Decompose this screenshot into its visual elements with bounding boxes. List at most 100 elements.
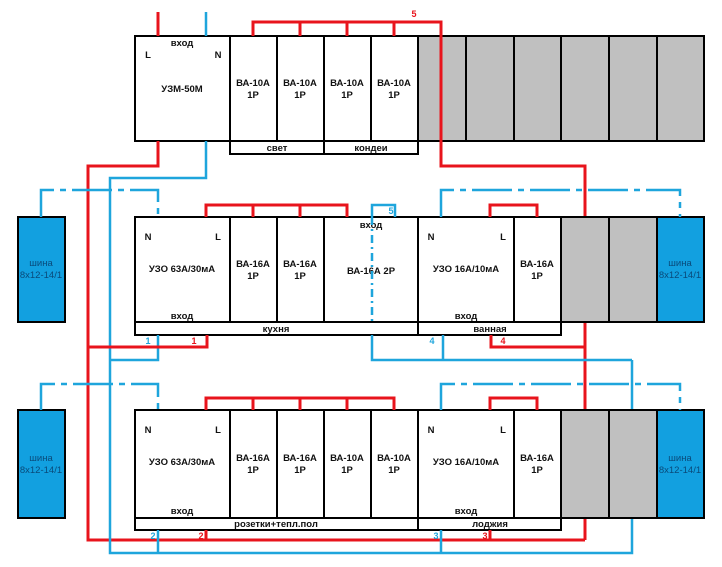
empty-module [608,216,658,323]
svg-text:8х12-14/1: 8х12-14/1 [20,465,62,476]
neutral-feed-wire [108,141,634,555]
svg-text:1Р: 1Р [294,465,306,476]
svg-text:шина: шина [668,453,692,464]
empty-module [560,409,610,519]
l-label: L [215,425,221,436]
uzm-label: УЗМ-50М [161,84,203,95]
phase-comb-row3 [204,396,396,410]
neutral-bus-link-right [439,188,682,217]
neutral-bus-link-left [39,382,160,410]
input-label: вход [171,506,194,517]
rcd-label: УЗО 16А/10мА [433,457,499,468]
svg-text:шина: шина [668,258,692,269]
neutral-wires-2-3 [156,530,443,553]
wire-number: 4 [429,336,434,346]
wire-number: 2 [198,531,203,541]
neutral-wire-4 [370,335,632,362]
phase-wire-4 [489,335,585,349]
empty-module [560,216,610,323]
group-label: розетки+тепл.пол [234,519,318,530]
group-label: свет [267,143,288,154]
input-wires-top [158,12,206,36]
group-kondei [323,140,419,155]
wire-number: 2 [150,531,155,541]
phase-bus-row1 [251,20,587,540]
l-label: L [500,232,506,243]
phase-wire-1 [88,335,209,349]
rcd-63a [134,409,231,519]
phase-jumper [488,396,539,410]
wire-number: 3 [482,531,487,541]
phase-wires-2-3 [204,530,492,540]
svg-text:ВА-16А: ВА-16А [236,259,270,270]
group-label: кухня [263,324,290,335]
group-label: кондеи [354,143,387,154]
svg-text:ВА-10А: ВА-10А [330,453,364,464]
n-label: N [145,232,152,243]
phase-feed-wire [86,141,585,542]
wire-number: 4 [500,336,505,346]
input-label: вход [455,506,478,517]
neutral-bus-link-left [39,188,160,217]
svg-text:ВА-16А: ВА-16А [283,259,317,270]
svg-text:1Р: 1Р [341,465,353,476]
svg-text:8х12-14/1: 8х12-14/1 [659,270,701,281]
empty-module [608,409,658,519]
uzm-50m-relay [134,35,231,142]
svg-text:ВА-10А: ВА-10А [330,78,364,89]
neutral-wire-1 [110,335,160,362]
uzm-l-label: L [145,50,151,61]
rcd-label: УЗО 63А/30мА [149,264,215,275]
svg-text:ВА-10А: ВА-10А [236,78,270,89]
wire-number: 1 [145,336,150,346]
rcd-16a [417,216,515,323]
n-label: N [428,425,435,436]
wire-number: 1 [191,336,196,346]
svg-text:1Р: 1Р [247,271,259,282]
l-label: L [500,425,506,436]
empty-modules [417,35,705,142]
n-label: N [145,425,152,436]
svg-text:ВА-10А: ВА-10А [283,78,317,89]
l-label: L [215,232,221,243]
svg-text:вход: вход [360,220,383,231]
group-label: ванная [473,324,506,335]
svg-text:1Р: 1Р [531,465,543,476]
svg-text:1Р: 1Р [247,90,259,101]
svg-text:ВА-16А: ВА-16А [283,453,317,464]
svg-text:1Р: 1Р [247,465,259,476]
svg-text:ВА-10А: ВА-10А [377,453,411,464]
wire-number: 5 [411,9,416,19]
neutral-bus-link-right [439,382,682,410]
group-label: лоджия [472,519,508,530]
svg-text:шина: шина [29,453,53,464]
rcd-label: УЗО 63А/30мА [149,457,215,468]
n-label: N [428,232,435,243]
svg-text:1Р: 1Р [388,90,400,101]
svg-text:ВА-10А: ВА-10А [377,78,411,89]
svg-text:1Р: 1Р [294,90,306,101]
svg-text:1Р: 1Р [531,271,543,282]
phase-comb-row2 [204,203,349,217]
svg-text:1Р: 1Р [341,90,353,101]
uzm-n-label: N [215,50,222,61]
svg-text:ВА-16А: ВА-16А [520,259,554,270]
